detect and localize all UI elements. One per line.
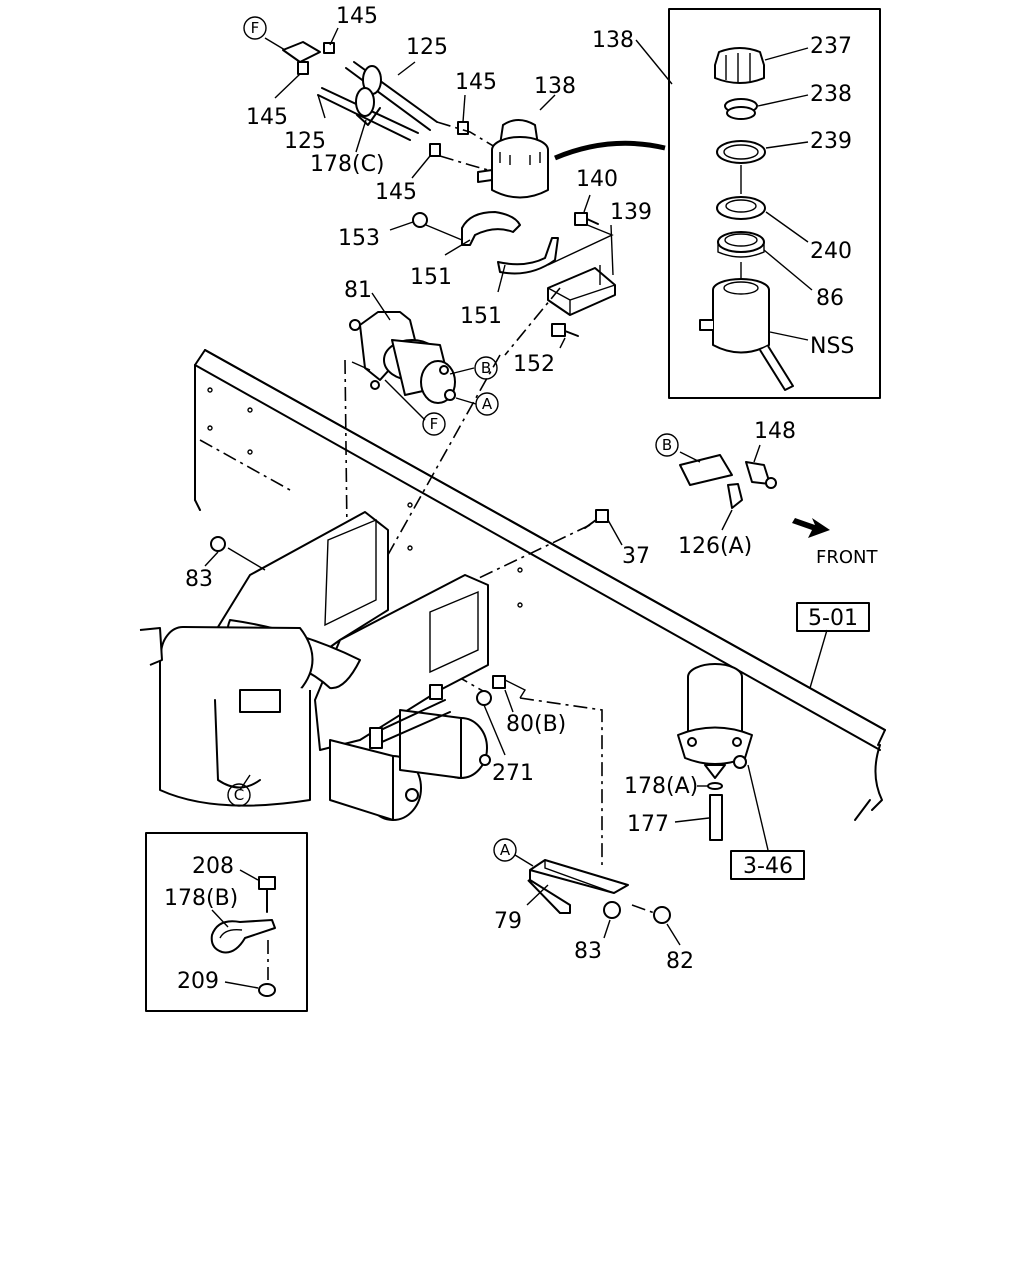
ref-5-01-text: 5-01 [808, 606, 858, 631]
label-145-a: 145 [336, 4, 378, 29]
label-126a: 126(A) [678, 534, 752, 559]
clip-178a [707, 782, 723, 790]
ref-box-5-01[interactable]: 5-01 [796, 602, 870, 632]
nut-209 [258, 983, 276, 997]
callout-c-tank: C [227, 783, 251, 807]
bolt-152 [551, 323, 579, 337]
callout-f-top: F [243, 16, 267, 40]
label-152: 152 [513, 352, 555, 377]
label-138-b: 138 [534, 74, 576, 99]
cap-part-237 [714, 47, 765, 84]
fitting-126a [679, 454, 777, 509]
inset-box-reservoir [668, 8, 881, 399]
nut-271 [476, 690, 492, 706]
bolt-140 [574, 212, 599, 226]
pump-motor-81 [349, 311, 456, 404]
label-208: 208 [192, 854, 234, 879]
svg-text:C: C [234, 786, 244, 804]
label-148: 148 [754, 419, 796, 444]
label-139: 139 [610, 200, 652, 225]
svg-text:A: A [482, 395, 493, 413]
callout-b-fitting: B [655, 433, 679, 457]
clamp-178c [355, 65, 382, 126]
bracket-139 [547, 265, 616, 316]
tank-left [139, 626, 314, 807]
label-80b: 80(B) [506, 712, 566, 737]
label-145-c: 145 [246, 105, 288, 130]
nut-153 [412, 212, 428, 228]
label-178a: 178(A) [624, 774, 698, 799]
filter-part-86 [717, 231, 765, 258]
svg-text:B: B [662, 436, 672, 454]
label-153: 153 [338, 226, 380, 251]
label-177: 177 [627, 812, 669, 837]
label-nss: NSS [810, 334, 854, 359]
bracket-151 [461, 211, 559, 275]
air-dryer [677, 663, 753, 779]
label-145-d: 145 [375, 180, 417, 205]
label-240: 240 [810, 239, 852, 264]
nut-82 [653, 906, 671, 924]
label-140: 140 [576, 167, 618, 192]
nut-83-bottom [603, 901, 621, 919]
label-238: 238 [810, 82, 852, 107]
label-125-a: 125 [406, 35, 448, 60]
bolt-208 [258, 876, 276, 913]
tanks-right-pair [329, 684, 491, 821]
bracket-79 [527, 859, 629, 914]
reservoir-body-nss [699, 278, 794, 391]
seal-part-238 [724, 98, 758, 120]
label-271: 271 [492, 761, 534, 786]
svg-text:A: A [500, 841, 511, 859]
label-83-top: 83 [185, 567, 213, 592]
bolt-37 [584, 509, 609, 529]
label-239: 239 [810, 129, 852, 154]
clamp-178b [210, 919, 276, 954]
ring-part-239 [716, 140, 766, 164]
pipe-177 [709, 794, 723, 841]
svg-text:B: B [481, 359, 491, 377]
svg-text:F: F [430, 415, 439, 433]
ring-part-240 [716, 196, 766, 220]
callout-a-motor: A [475, 392, 499, 416]
reservoir-138 [477, 119, 549, 199]
label-125-b: 125 [284, 129, 326, 154]
label-83-bottom: 83 [574, 939, 602, 964]
front-arrow-icon [792, 518, 830, 538]
inset-box-clamp [145, 832, 308, 1012]
label-151-b: 151 [460, 304, 502, 329]
label-37: 37 [622, 544, 650, 569]
ref-3-46-text: 3-46 [743, 854, 793, 879]
label-178b: 178(B) [164, 886, 238, 911]
nut-83-top [210, 536, 226, 552]
label-86: 86 [816, 286, 844, 311]
label-209: 209 [177, 969, 219, 994]
label-79: 79 [494, 909, 522, 934]
callout-a-bracket: A [493, 838, 517, 862]
label-151-a: 151 [410, 265, 452, 290]
label-237: 237 [810, 34, 852, 59]
label-82: 82 [666, 949, 694, 974]
frame-rail [194, 349, 886, 821]
label-178c: 178(C) [310, 152, 385, 177]
callout-f-motor: F [422, 412, 446, 436]
label-145-b: 145 [455, 70, 497, 95]
ref-box-3-46[interactable]: 3-46 [730, 850, 805, 880]
callout-b-motor: B [474, 356, 498, 380]
bolt-80b [492, 675, 527, 699]
label-138-a: 138 [592, 28, 634, 53]
svg-text:F: F [251, 19, 260, 37]
label-front: FRONT [816, 547, 878, 568]
label-81: 81 [344, 278, 372, 303]
